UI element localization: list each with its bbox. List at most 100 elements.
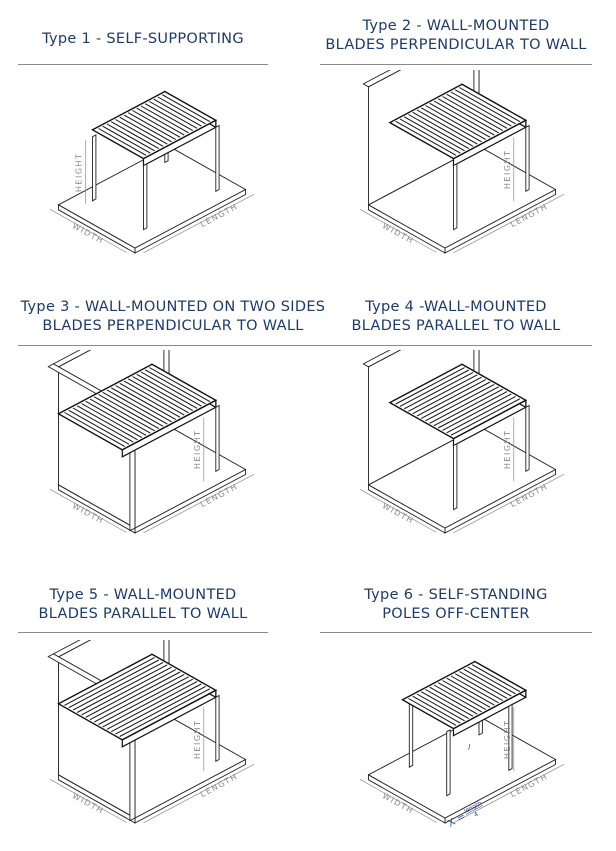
roof-blade xyxy=(450,675,499,704)
length-dimension-line xyxy=(453,193,565,254)
roof-blade xyxy=(416,379,487,417)
back-wall-top xyxy=(362,70,402,88)
roof-blade xyxy=(433,388,504,427)
roof-blade xyxy=(81,403,143,439)
panel-title: Type 1 - SELF-SUPPORTING xyxy=(18,30,268,49)
roof-blade xyxy=(76,664,168,713)
roof-blade xyxy=(446,395,516,434)
post xyxy=(453,443,458,511)
roof-blade xyxy=(157,96,206,125)
length-dimension-line xyxy=(143,193,255,254)
roof-blade xyxy=(64,657,155,706)
roof-blade xyxy=(399,118,461,154)
panel-title: Type 2 - WALL-MOUNTED BLADES PERPENDICULA… xyxy=(320,17,592,55)
roof-blade xyxy=(123,114,172,143)
height-label: HEIGHT xyxy=(193,430,202,470)
roof-blade xyxy=(119,116,168,145)
post xyxy=(525,404,530,473)
post xyxy=(408,700,414,768)
roof-blade xyxy=(140,371,202,407)
post xyxy=(92,134,97,202)
roof-blade xyxy=(433,684,482,713)
length-dimension-line xyxy=(453,473,565,534)
roof-blade xyxy=(463,668,512,697)
roof-top xyxy=(57,653,218,741)
title-line: BLADES PERPENDICULAR TO WALL xyxy=(325,37,587,53)
title-divider xyxy=(18,632,268,633)
roof-blade xyxy=(93,673,185,723)
post xyxy=(215,124,220,193)
roof-blade xyxy=(408,698,457,726)
length-dimension-line xyxy=(453,763,565,824)
title-line: BLADES PERPENDICULAR TO WALL xyxy=(42,318,304,334)
roof-blade xyxy=(149,367,211,403)
roof-blade xyxy=(442,393,512,431)
roof-blade xyxy=(395,120,457,156)
height-label: HEIGHT xyxy=(75,153,84,193)
post xyxy=(508,703,513,772)
roof-blade xyxy=(399,369,470,407)
roof-blade xyxy=(429,386,499,424)
roof-blade xyxy=(416,109,478,145)
roof-blade xyxy=(136,107,185,136)
roof-blade xyxy=(85,669,177,718)
roof-blade xyxy=(93,396,155,432)
title-divider xyxy=(320,632,592,633)
roof-blade xyxy=(149,101,198,129)
title-line: POLES OFF-CENTER xyxy=(382,606,530,622)
roof-blade xyxy=(68,409,130,445)
roof-blade xyxy=(450,398,521,436)
title-line: Type 1 - SELF-SUPPORTING xyxy=(42,31,244,47)
back-wall-top xyxy=(362,350,402,368)
roof-blade xyxy=(89,398,151,434)
roof-blade xyxy=(89,671,181,721)
roof-blade xyxy=(115,119,164,147)
roof-blade xyxy=(416,693,465,722)
roof-blade xyxy=(106,389,168,425)
roof-blade xyxy=(420,381,491,419)
roof-blade xyxy=(450,91,512,127)
roof-blade xyxy=(106,123,155,152)
roof-blade xyxy=(408,374,478,412)
title-divider xyxy=(320,345,592,346)
roof-blade xyxy=(140,105,189,134)
roof-blade xyxy=(446,677,495,706)
height-label: HEIGHT xyxy=(193,720,202,760)
post xyxy=(215,404,220,473)
roof-blade xyxy=(454,673,504,702)
roof-blade xyxy=(429,102,491,138)
title-divider xyxy=(320,64,592,65)
roof-top xyxy=(388,83,528,160)
title-line: Type 6 - SELF-STANDING xyxy=(364,587,548,603)
roof-blade xyxy=(471,664,521,693)
roof-blade xyxy=(433,100,495,136)
roof-blade xyxy=(98,394,160,430)
roof-blade xyxy=(68,659,160,709)
post xyxy=(453,163,458,231)
roof-blade xyxy=(442,96,504,132)
width-dimension-line xyxy=(359,778,437,823)
width-dimension-line xyxy=(49,778,127,823)
roof-blade xyxy=(85,400,147,436)
width-dimension-line xyxy=(359,208,437,253)
panel-title: Type 6 - SELF-STANDING POLES OFF-CENTER xyxy=(320,586,592,624)
roof-blade xyxy=(420,107,482,143)
roof-blade xyxy=(115,685,206,735)
width-dimension-line xyxy=(49,488,127,533)
roof-blade xyxy=(72,407,134,443)
title-line: Type 4 -WALL-MOUNTED xyxy=(365,299,547,315)
roof-blade xyxy=(110,121,160,150)
roof-blade xyxy=(144,103,194,132)
roof-blade xyxy=(403,371,474,410)
title-line: Type 2 - WALL-MOUNTED xyxy=(362,18,550,34)
roof-blade xyxy=(123,380,185,416)
roof-blade xyxy=(119,382,181,418)
roof-blade xyxy=(395,367,465,405)
roof-blade xyxy=(64,412,126,448)
post xyxy=(215,694,220,763)
roof-blade xyxy=(437,391,508,429)
roof-blade xyxy=(98,128,147,156)
